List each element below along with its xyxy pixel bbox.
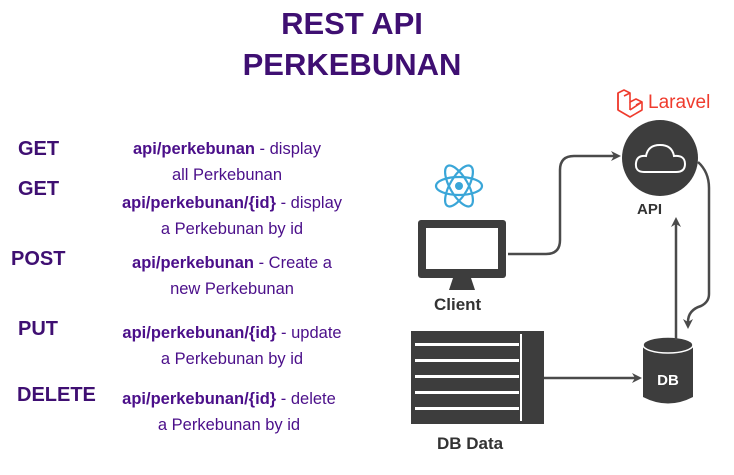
api-node bbox=[622, 120, 698, 196]
title-line-2: PERKEBUNAN bbox=[242, 47, 462, 82]
database-icon bbox=[642, 336, 694, 404]
api-to-db-arrow bbox=[683, 161, 711, 329]
db-label: DB bbox=[657, 372, 679, 389]
endpoint-desc-get-one: api/perkebunan/{id} - display a Perkebun… bbox=[105, 190, 359, 242]
endpoint-text: - Create a bbox=[254, 254, 332, 272]
endpoint-desc-delete: api/perkebunan/{id} - delete a Perkebuna… bbox=[102, 386, 356, 438]
endpoint-text: a Perkebunan by id bbox=[160, 220, 304, 238]
laravel-logo bbox=[617, 89, 643, 118]
endpoint-text: a Perkebunan by id bbox=[157, 416, 301, 434]
endpoint-text: new Perkebunan bbox=[170, 280, 294, 298]
db-data-label: DB Data bbox=[437, 434, 504, 453]
endpoint-desc-get-all: api/perkebunan - display all Perkebunan bbox=[110, 136, 344, 188]
endpoint-path: api/perkebunan/{id} bbox=[122, 324, 277, 342]
endpoint-text: - update bbox=[276, 324, 342, 342]
endpoint-text: - delete bbox=[276, 390, 336, 408]
cloud-icon bbox=[634, 143, 687, 173]
client-to-api-arrow bbox=[508, 151, 621, 256]
react-logo bbox=[434, 164, 484, 208]
api-label: API bbox=[637, 201, 663, 218]
method-get-one: GET bbox=[18, 178, 60, 200]
method-delete: DELETE bbox=[17, 384, 96, 406]
endpoint-text: all Perkebunan bbox=[171, 166, 283, 184]
method-post: POST bbox=[11, 248, 66, 270]
title-line-1: REST API bbox=[281, 6, 423, 41]
endpoint-text: - display bbox=[254, 140, 321, 158]
method-get-all: GET bbox=[18, 138, 60, 160]
endpoint-desc-put: api/perkebunan/{id} - update a Perkebuna… bbox=[105, 320, 359, 372]
monitor-icon bbox=[418, 220, 506, 290]
endpoint-path: api/perkebunan bbox=[133, 140, 255, 158]
server-rack-icon bbox=[411, 331, 544, 424]
endpoint-path: api/perkebunan/{id} bbox=[121, 194, 276, 212]
laravel-label: Laravel bbox=[648, 92, 711, 113]
client-label: Client bbox=[434, 295, 482, 314]
endpoint-path: api/perkebunan bbox=[132, 254, 254, 272]
endpoint-path: api/perkebunan/{id} bbox=[122, 390, 277, 408]
endpoint-text: - display bbox=[276, 194, 343, 212]
endpoint-text: a Perkebunan by id bbox=[160, 350, 304, 368]
method-put: PUT bbox=[18, 318, 58, 340]
endpoint-desc-post: api/perkebunan - Create a new Perkebunan bbox=[105, 250, 359, 302]
